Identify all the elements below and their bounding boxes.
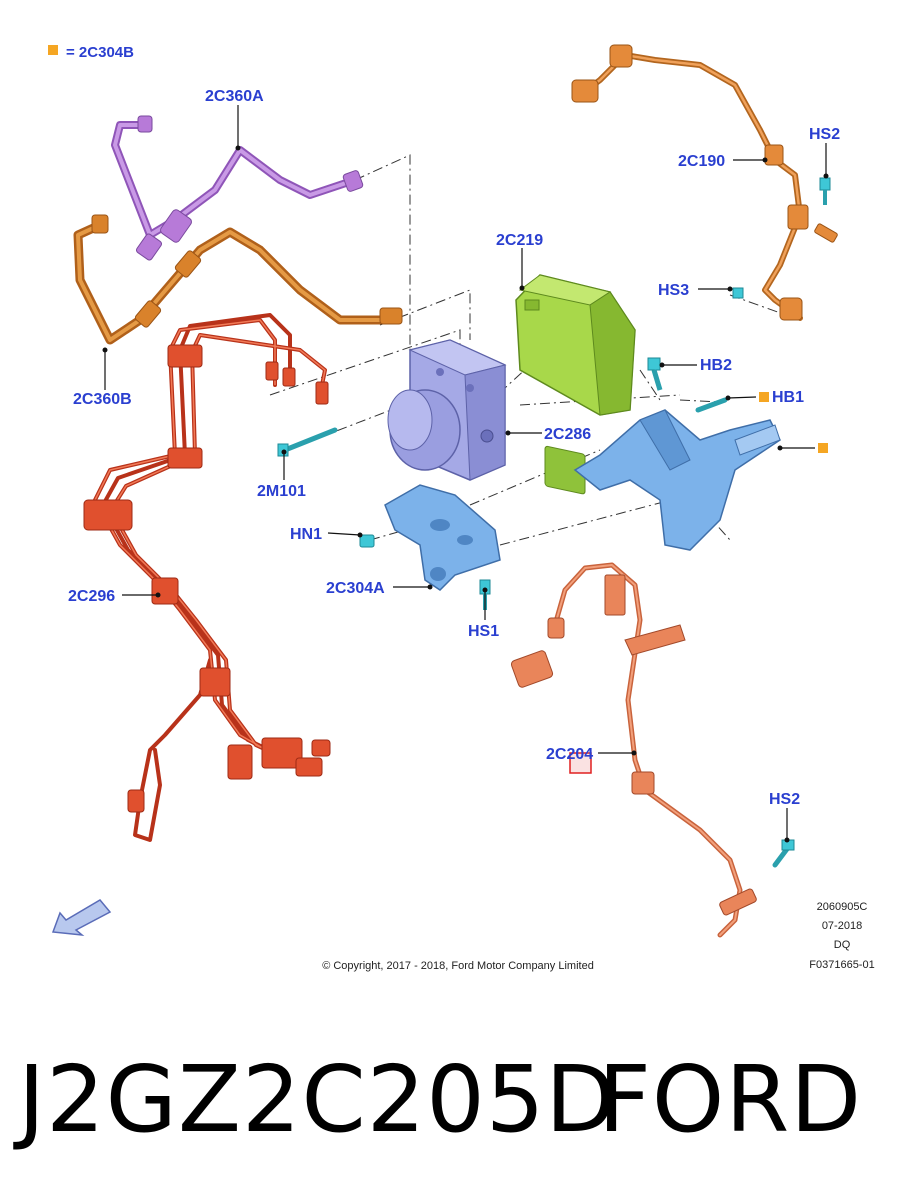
label-2c286: 2C286 xyxy=(544,426,591,443)
bracket-2c304b-marker xyxy=(818,443,828,453)
label-2c204: 2C204 xyxy=(546,746,593,763)
bracket-2c304a xyxy=(384,484,501,591)
brake-lines-harness-2c296 xyxy=(83,313,331,842)
illustration-date: 07-2018 xyxy=(822,920,862,932)
part-footer: J2GZ2C205D FORD xyxy=(0,1040,912,1180)
leader-lines xyxy=(102,105,829,843)
wheel-speed-sensor-2c190 xyxy=(571,44,838,321)
label-2c190: 2C190 xyxy=(678,153,725,170)
brake-tube-2c360b xyxy=(73,214,403,345)
vehicle-direction-arrow-icon xyxy=(51,899,112,936)
label-hs2-top: HS2 xyxy=(809,126,840,143)
illustration-initials: DQ xyxy=(834,939,851,951)
illustration-id: F0371665-01 xyxy=(809,959,874,971)
label-hb1: HB1 xyxy=(772,389,804,406)
legend-text: = 2C304B xyxy=(66,44,134,61)
label-2c296: 2C296 xyxy=(68,588,115,605)
wheel-speed-sensor-2c204 xyxy=(510,562,757,938)
label-2m101: 2M101 xyxy=(257,483,306,500)
part-number: J2GZ2C205D xyxy=(18,1046,618,1153)
hb1-marker xyxy=(759,392,769,402)
highlight-box xyxy=(569,752,592,774)
abs-control-module-2c219 xyxy=(515,274,636,495)
brand-name: FORD xyxy=(598,1046,863,1153)
hydraulic-control-unit-2c286 xyxy=(387,339,507,481)
label-hs2-bottom: HS2 xyxy=(769,791,800,808)
label-2c219: 2C219 xyxy=(496,232,543,249)
label-hs3: HS3 xyxy=(658,282,689,299)
illustration-code: 2060905C xyxy=(817,901,868,913)
label-hb2: HB2 xyxy=(700,357,732,374)
legend-marker xyxy=(48,45,58,55)
label-2c360b: 2C360B xyxy=(73,391,132,408)
label-hs1: HS1 xyxy=(468,623,499,640)
abs-exploded-diagram: = 2C304B 2C360A 2C360B 2C190 HS2 HS3 2C2… xyxy=(48,44,875,972)
label-hn1: HN1 xyxy=(290,526,322,543)
copyright-notice: © Copyright, 2017 - 2018, Ford Motor Com… xyxy=(322,960,594,972)
label-2c360a: 2C360A xyxy=(205,88,264,105)
brake-tube-2c360a xyxy=(111,115,364,261)
label-2c304a: 2C304A xyxy=(326,580,385,597)
bracket-2c304b xyxy=(573,409,781,551)
